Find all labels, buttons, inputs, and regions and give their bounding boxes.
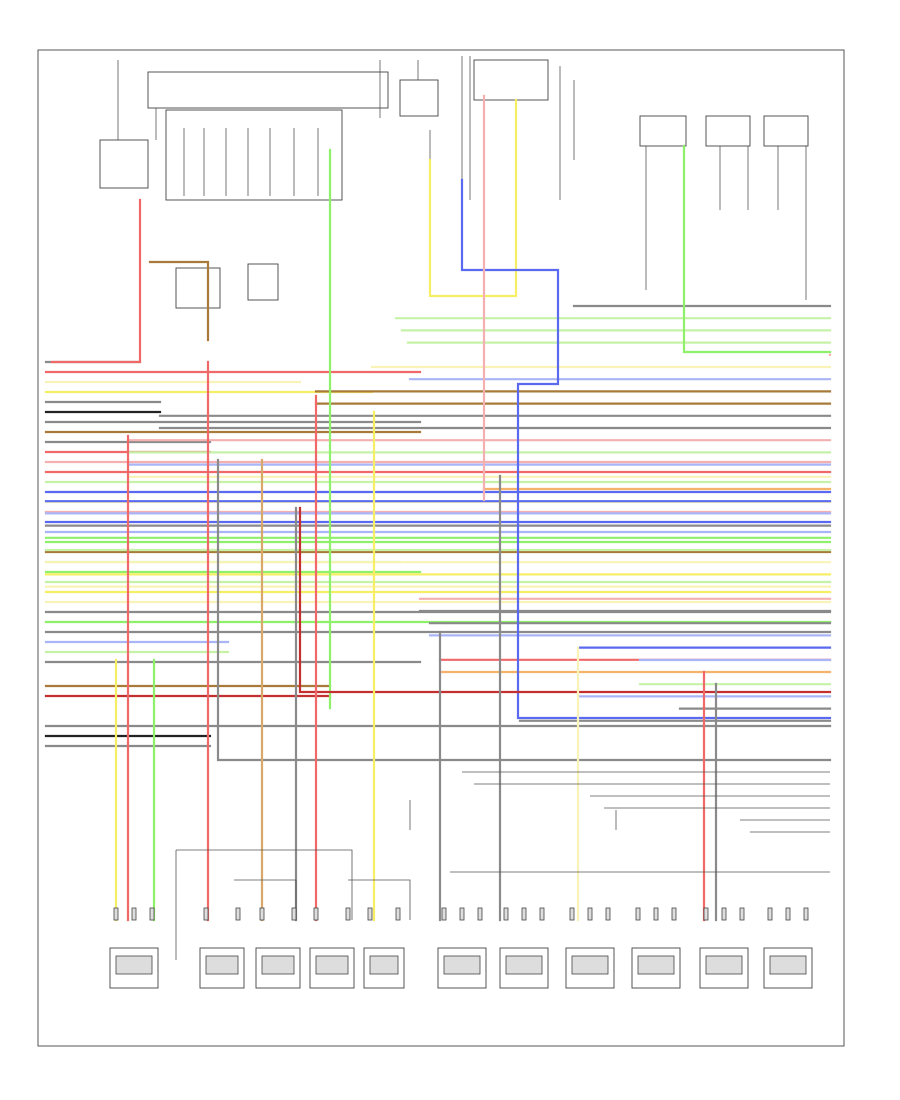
connector-pin [671,907,677,921]
connector-pin [587,907,593,921]
blue-feed-wire [460,178,832,720]
component-symbol [315,955,349,975]
connector-pin [113,907,119,921]
green-right-feed [682,144,832,354]
connector-pin [785,907,791,921]
component-symbol [369,955,399,975]
connector-pin [703,907,709,921]
connector-pin [569,907,575,921]
connector-pin [235,907,241,921]
bottom-component [499,907,549,989]
ecu-pin-row [183,128,319,196]
bottom-component [699,907,749,989]
bottom-rails [175,771,830,960]
connector-pin [313,907,319,921]
diagram-border [37,49,845,1047]
connector-pin [395,907,401,921]
bottom-component [199,907,245,989]
connector-pin [721,907,727,921]
connector-pin [767,907,773,921]
red-feed-wire [50,198,142,364]
top-left-modules [99,60,439,309]
connector-pin [521,907,527,921]
connector-pin [477,907,483,921]
bottom-components [109,907,813,989]
connector-pin [539,907,545,921]
component-symbol [571,955,609,975]
component-symbol [505,955,543,975]
component-symbol [205,955,239,975]
bottom-component [631,907,681,989]
component-symbol [115,955,153,975]
right-harness-wires [44,304,832,722]
connector-pin [459,907,465,921]
connector-pin [635,907,641,921]
connector-pin [367,907,373,921]
connector-pin [503,907,509,921]
connector-pin [203,907,209,921]
component-symbol [443,955,481,975]
connector-pin [653,907,659,921]
component-symbol [261,955,295,975]
bottom-component [309,907,355,989]
connector-pin [291,907,297,921]
yellow-feed-wire [428,98,518,298]
connector-pin [131,907,137,921]
vertical-feed-wires [50,94,832,922]
connector-pin [149,907,155,921]
connector-pin [259,907,265,921]
bottom-component [363,907,405,989]
component-symbol [637,955,675,975]
component-symbol [705,955,743,975]
bottom-component [565,907,615,989]
connector-pin [605,907,611,921]
brown-feed [148,260,210,342]
bottom-component [255,907,301,989]
top-right-modules [461,56,809,300]
component-symbol [769,955,807,975]
bottom-component [763,907,813,989]
connector-pin [739,907,745,921]
left-harness-wires [44,360,832,748]
bottom-component [109,907,159,989]
connector-pin [803,907,809,921]
connector-pin [345,907,351,921]
gray-return [216,458,832,762]
connector-pin [441,907,447,921]
bottom-component [437,907,487,989]
darkred-return [298,506,832,694]
